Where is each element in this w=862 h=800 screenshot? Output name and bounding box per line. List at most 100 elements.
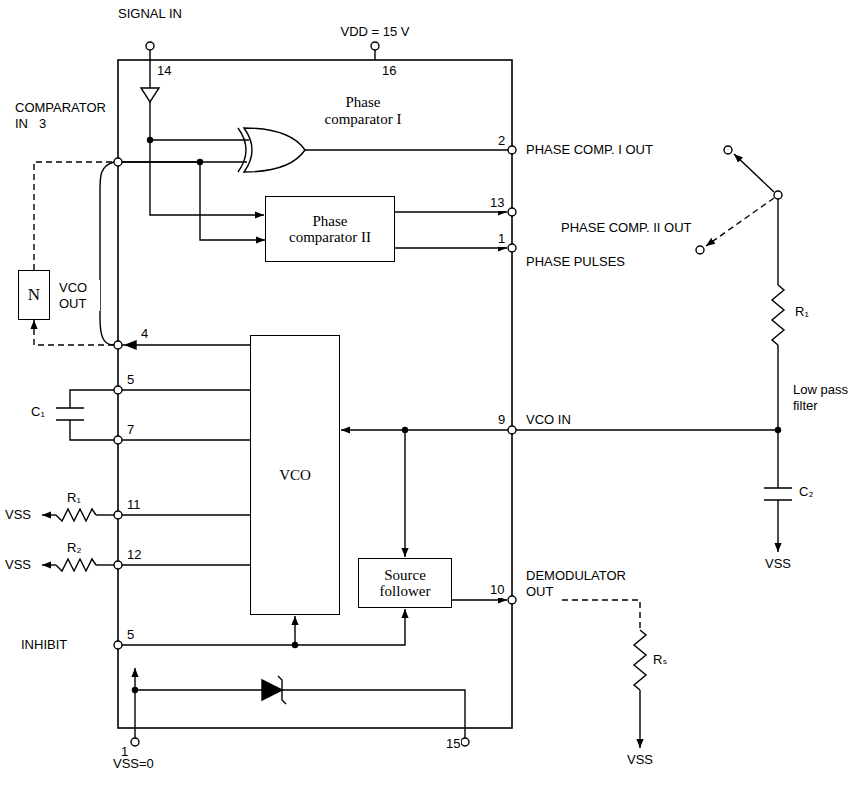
wire bbox=[516, 429, 778, 430]
terminal bbox=[508, 146, 516, 154]
block-label: Phase comparator I bbox=[312, 94, 414, 127]
wire bbox=[70, 420, 114, 440]
wire bbox=[777, 199, 778, 285]
box-text: VCO bbox=[279, 467, 311, 484]
signal-name: VCO IN bbox=[525, 412, 572, 428]
wire bbox=[294, 616, 295, 645]
dashed-wire bbox=[562, 600, 640, 630]
wire bbox=[305, 149, 508, 150]
resistor-symbol bbox=[634, 630, 646, 690]
phase-comparator-box: Phase comparator II bbox=[265, 196, 395, 262]
terminal bbox=[508, 208, 516, 216]
wire bbox=[42, 514, 56, 515]
wire bbox=[452, 599, 507, 600]
wire bbox=[150, 102, 264, 215]
buffer-symbol bbox=[141, 88, 159, 102]
wire bbox=[639, 690, 640, 748]
terminal bbox=[114, 158, 122, 166]
pin-number: 14 bbox=[156, 63, 172, 79]
dashed-wire bbox=[706, 198, 774, 246]
wire bbox=[341, 429, 508, 430]
wire bbox=[134, 728, 135, 738]
chip-outline bbox=[118, 60, 512, 728]
wire bbox=[395, 247, 507, 248]
box-text: N bbox=[28, 286, 40, 305]
junction-dot bbox=[293, 643, 298, 648]
resistor-symbol bbox=[56, 285, 784, 690]
pin-number: 13 bbox=[489, 195, 505, 211]
junction-dot bbox=[148, 138, 153, 143]
wire bbox=[395, 211, 507, 212]
pin-number: 12 bbox=[126, 547, 142, 563]
terminal bbox=[114, 42, 782, 746]
wire bbox=[777, 500, 778, 552]
terminal bbox=[508, 426, 516, 434]
pin-number: 5 bbox=[126, 372, 135, 388]
resistor-symbol bbox=[772, 285, 784, 345]
zener-diode bbox=[262, 680, 282, 700]
signal-name: DEMODULATOR OUT bbox=[525, 568, 639, 599]
xor-gate bbox=[244, 128, 305, 172]
supply-label: VSS bbox=[4, 557, 32, 573]
wire bbox=[404, 430, 405, 557]
capacitor-symbol bbox=[764, 488, 792, 500]
terminal bbox=[114, 436, 122, 444]
wire bbox=[734, 154, 774, 192]
component-label: Rₛ bbox=[652, 652, 668, 668]
arrowhead bbox=[126, 341, 136, 349]
signal-name: VCO OUT bbox=[58, 280, 100, 311]
wire bbox=[100, 162, 114, 345]
wire bbox=[122, 439, 250, 440]
signal-wire bbox=[34, 320, 250, 345]
junction-dot bbox=[133, 138, 781, 693]
supply-label: VSS bbox=[626, 752, 654, 768]
box-text: Source follower bbox=[363, 567, 447, 600]
junction-dot bbox=[403, 428, 408, 433]
junction-dot bbox=[133, 688, 138, 693]
wire bbox=[777, 345, 778, 488]
pin-number: 15 bbox=[445, 736, 461, 752]
vco-box: VCO bbox=[250, 335, 340, 615]
zener-diode bbox=[278, 676, 286, 704]
terminal bbox=[774, 191, 782, 199]
pin-number: 7 bbox=[126, 422, 135, 438]
zener-diode bbox=[262, 676, 286, 704]
pin-number: 5 bbox=[126, 627, 135, 643]
supply-label: VDD = 15 V bbox=[339, 24, 410, 40]
component-label: R₁ bbox=[66, 490, 82, 506]
wire bbox=[42, 50, 778, 748]
source-follower-box: Source follower bbox=[358, 558, 452, 608]
signal-name: INHIBIT bbox=[20, 637, 68, 653]
terminal bbox=[724, 146, 732, 154]
junction-dot bbox=[776, 428, 781, 433]
divider-box: N bbox=[18, 270, 50, 320]
wire bbox=[374, 50, 375, 60]
component-label: R₂ bbox=[66, 540, 82, 556]
wire bbox=[122, 564, 250, 565]
pin-number: 9 bbox=[497, 412, 506, 428]
wire bbox=[96, 564, 114, 565]
component-label: C₂ bbox=[798, 484, 814, 500]
terminal bbox=[114, 341, 122, 349]
xor-gate bbox=[238, 128, 246, 172]
terminal bbox=[371, 42, 379, 50]
wire bbox=[149, 50, 150, 88]
pin-number: 2 bbox=[497, 133, 506, 149]
terminal bbox=[461, 738, 469, 746]
wire bbox=[42, 564, 56, 565]
pin-number: 1 bbox=[497, 231, 506, 247]
component-label: R₁ bbox=[794, 304, 810, 320]
wire bbox=[134, 668, 135, 728]
signal-name: PHASE COMP. II OUT bbox=[560, 220, 693, 236]
filter-label: Low pass filter bbox=[792, 382, 850, 413]
terminal bbox=[696, 246, 704, 254]
terminal bbox=[114, 511, 122, 519]
terminal bbox=[508, 596, 516, 604]
buffer-symbol bbox=[141, 88, 159, 102]
wire bbox=[122, 514, 250, 515]
pin-number: 3 bbox=[38, 116, 47, 132]
wire bbox=[464, 728, 465, 738]
signal-name: PHASE PULSES bbox=[525, 254, 626, 270]
